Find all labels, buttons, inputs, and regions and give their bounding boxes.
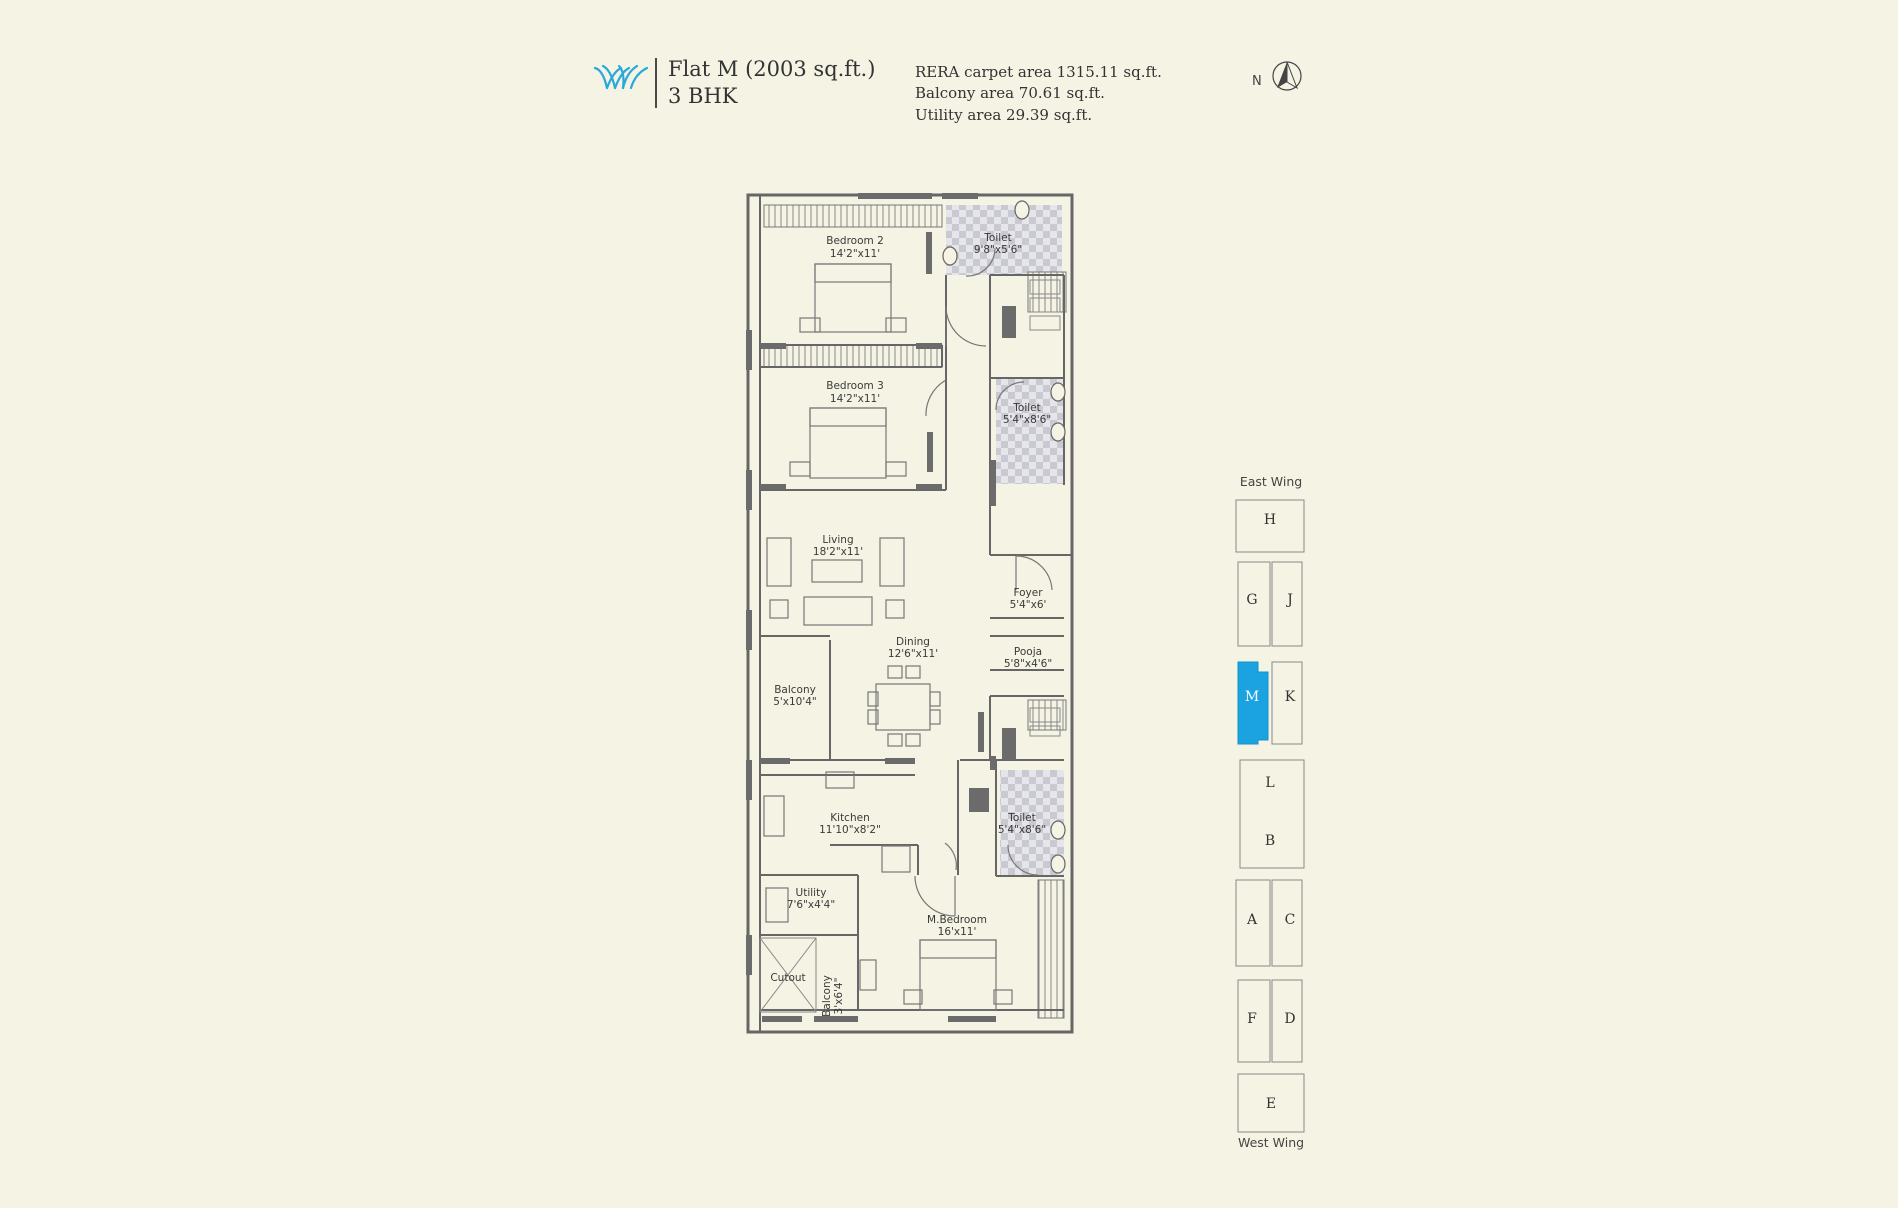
flat-h-label: H — [1264, 512, 1276, 528]
brand-logo-icon — [593, 64, 649, 90]
furniture — [763, 263, 1013, 1011]
east-wing-label: East Wing — [1240, 474, 1302, 489]
dining-name: Dining — [896, 636, 930, 648]
header: Flat M (2003 sq.ft.) 3 BHK RERA carpet a… — [0, 0, 1898, 140]
bedroom2-dim: 14'2"x11' — [830, 248, 880, 260]
carpet-area-text: RERA carpet area 1315.11 sq.ft. — [915, 63, 1162, 81]
flat-f-label: F — [1247, 1011, 1257, 1027]
key-plan-blocks — [1235, 499, 1305, 1133]
cutout-name: Cutout — [770, 972, 805, 984]
utility-name: Utility — [796, 887, 827, 899]
flat-c-label: C — [1285, 912, 1296, 928]
toilet3-name: Toilet — [1007, 812, 1035, 824]
balcony2-name: Balcony — [821, 975, 833, 1017]
flat-e-label: E — [1266, 1096, 1276, 1112]
flat-d-label: D — [1284, 1011, 1295, 1027]
wall-solid-segments — [746, 193, 996, 1022]
flat-k-label: K — [1285, 689, 1296, 705]
plan-type: 3 BHK — [668, 84, 738, 108]
north-indicator: N — [1252, 60, 1312, 94]
window-hatches — [763, 204, 1067, 1019]
master-bedroom-name: M.Bedroom — [927, 914, 987, 926]
master-bedroom-dim: 16'x11' — [938, 926, 977, 938]
toilet3-dim: 5'4"x8'6" — [998, 824, 1046, 836]
utility-stripes — [1029, 279, 1061, 737]
living-name: Living — [822, 534, 853, 546]
balcony2-dim: 3'x6'4" — [833, 978, 845, 1015]
flat-j-label: J — [1285, 592, 1293, 608]
balcony-area-text: Balcony area 70.61 sq.ft. — [915, 84, 1105, 102]
kitchen-name: Kitchen — [830, 812, 869, 824]
bedroom2-name: Bedroom 2 — [826, 235, 884, 247]
doors — [914, 247, 1053, 917]
flat-m-label: M — [1245, 689, 1259, 705]
north-label: N — [1252, 74, 1262, 89]
compass-icon — [1272, 61, 1302, 91]
title-divider — [655, 58, 657, 108]
balcony1-dim: 5'x10'4" — [773, 696, 817, 708]
utility-area-text: Utility area 29.39 sq.ft. — [915, 106, 1093, 124]
foyer-name: Foyer — [1013, 587, 1043, 599]
bedroom3-dim: 14'2"x11' — [830, 393, 880, 405]
room-labels: Bedroom 2 14'2"x11' Toilet 9'8"x5'6" Bed… — [770, 232, 1052, 1017]
selected-flat-m[interactable] — [1237, 661, 1269, 745]
flat-b-label: B — [1265, 833, 1275, 849]
toilet1-name: Toilet — [983, 232, 1011, 244]
pooja-dim: 5'8"x4'6" — [1004, 658, 1052, 670]
sanitary — [942, 200, 1066, 874]
kitchen-dim: 11'10"x8'2" — [819, 824, 881, 836]
cutout-area — [759, 937, 817, 1013]
west-wing-label: West Wing — [1238, 1135, 1304, 1150]
plan-title: Flat M (2003 sq.ft.) — [668, 57, 876, 81]
flat-l-label: L — [1265, 775, 1274, 791]
foyer-dim: 5'4"x6' — [1010, 599, 1047, 611]
toilet2-name: Toilet — [1012, 402, 1040, 414]
wet-area-tiles — [946, 205, 1064, 876]
flat-g-label: G — [1246, 592, 1257, 608]
balcony1-name: Balcony — [774, 684, 816, 696]
living-dim: 18'2"x11' — [813, 546, 863, 558]
flat-a-label: A — [1246, 912, 1258, 928]
toilet2-dim: 5'4"x8'6" — [1003, 414, 1051, 426]
toilet1-dim: 9'8"x5'6" — [974, 244, 1022, 256]
bedroom3-name: Bedroom 3 — [826, 380, 884, 392]
utility-dim: 7'6"x4'4" — [787, 899, 835, 911]
dining-dim: 12'6"x11' — [888, 648, 938, 660]
pooja-name: Pooja — [1014, 646, 1042, 658]
fixtures — [926, 232, 1016, 812]
key-plan-letters: H G J M K L B A C F D E — [1245, 512, 1296, 1112]
